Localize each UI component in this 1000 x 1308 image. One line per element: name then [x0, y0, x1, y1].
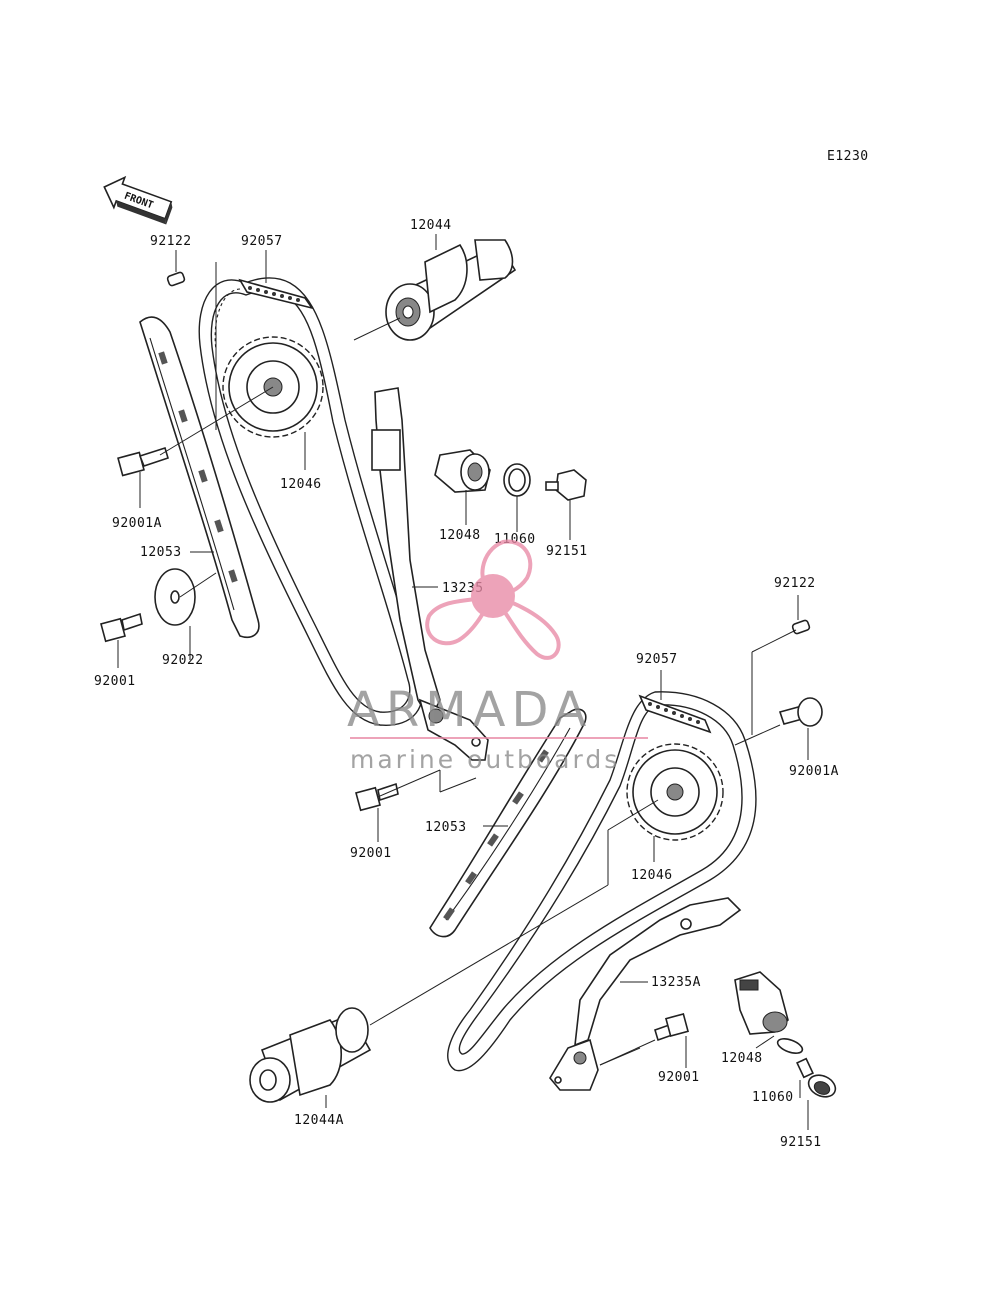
watermark-tagline: marine outboards	[350, 745, 620, 774]
label-12044: 12044	[410, 218, 452, 233]
chain-tensioner-guide-lower	[574, 897, 742, 1047]
label-12053-lower: 12053	[425, 820, 467, 835]
label-12048-upper: 12048	[439, 528, 481, 543]
chain-guide-left-upper	[139, 316, 260, 638]
tensioner-arm-lower	[549, 1038, 599, 1091]
flange-bolt-lower	[778, 697, 823, 727]
label-12053-upper: 12053	[140, 545, 182, 560]
label-11060-lower: 11060	[752, 1090, 794, 1105]
chain-guide-top-lower	[638, 694, 712, 734]
tensioner-arm-upper	[418, 698, 489, 761]
dowel-pin-lower	[791, 619, 811, 635]
label-12046-upper: 12046	[280, 477, 322, 492]
chain-guide-top-upper	[238, 278, 314, 310]
label-92057-upper: 92057	[241, 234, 283, 249]
diagram-code: E1230	[827, 149, 869, 164]
tensioner-lower	[734, 971, 789, 1035]
watermark: ARMADA marine outboards	[347, 539, 648, 774]
label-92001-upper: 92001	[94, 674, 136, 689]
label-92057-lower: 92057	[636, 652, 678, 667]
cam-chain-lower	[447, 691, 757, 1072]
tensioner-upper	[434, 449, 491, 493]
dowel-pin-upper	[166, 271, 186, 287]
sprocket-lower	[626, 743, 724, 841]
label-92001-lower-right: 92001	[658, 1070, 700, 1085]
label-12046-lower: 12046	[631, 868, 673, 883]
washer	[154, 568, 196, 626]
front-arrow-icon: FRONT	[103, 175, 173, 225]
label-92001A-lower: 92001A	[789, 764, 839, 779]
camshaft-upper	[385, 239, 517, 341]
watermark-brand: ARMADA	[347, 682, 592, 738]
label-13235A: 13235A	[651, 975, 701, 990]
gasket-lower	[776, 1038, 804, 1054]
label-92151-lower: 92151	[780, 1135, 822, 1150]
chain-guide-lower	[429, 708, 587, 938]
tensioner-bolt-upper	[545, 469, 587, 501]
label-92122-upper: 92122	[150, 234, 192, 249]
label-92151-upper: 92151	[546, 544, 588, 559]
bolt-lower-right	[654, 1012, 690, 1042]
label-92022: 92022	[162, 653, 204, 668]
label-92001-middle: 92001	[350, 846, 392, 861]
cam-chain-upper	[198, 277, 423, 726]
bolt-upper-left	[100, 612, 143, 643]
camshaft-lower	[249, 1007, 372, 1103]
label-92122-lower: 92122	[774, 576, 816, 591]
propeller-logo-icon	[425, 539, 561, 660]
label-12048-lower: 12048	[721, 1051, 763, 1066]
tensioner-bolt-lower	[796, 1057, 837, 1098]
gasket-upper	[503, 463, 531, 497]
label-12044A: 12044A	[294, 1113, 344, 1128]
bolt-middle	[355, 782, 399, 812]
leader-lines	[117, 234, 809, 1130]
flange-bolt-upper	[117, 446, 169, 477]
label-92001A-upper: 92001A	[112, 516, 162, 531]
